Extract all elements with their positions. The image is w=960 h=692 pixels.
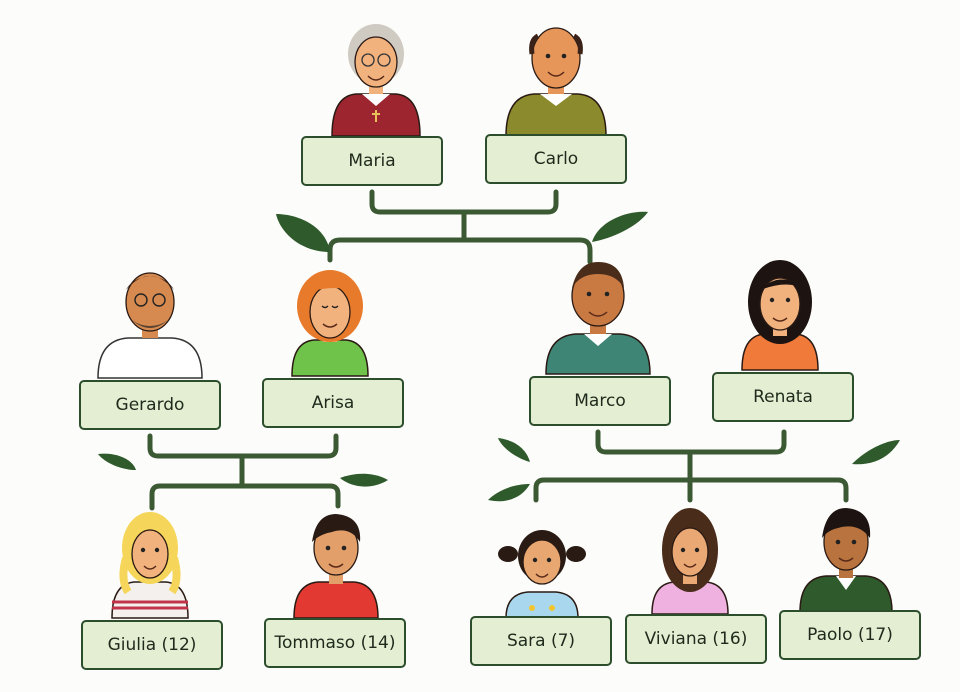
leaf-icon xyxy=(852,440,900,465)
name-box-paolo: Paolo (17) xyxy=(779,610,921,660)
name-box-arisa: Arisa xyxy=(262,378,404,428)
name-label: Giulia (12) xyxy=(107,635,197,655)
name-box-maria: Maria xyxy=(301,136,443,186)
man-portrait xyxy=(545,262,651,375)
name-box-carlo: Carlo xyxy=(485,134,627,184)
leaf-icon xyxy=(340,473,388,487)
girl-pink-top-portrait xyxy=(651,508,729,615)
name-label: Tommaso (14) xyxy=(274,633,396,653)
name-label: Renata xyxy=(753,387,813,407)
man-with-glasses-portrait xyxy=(97,272,203,379)
name-box-viviana: Viviana (16) xyxy=(625,614,767,664)
woman-dark-hair-portrait xyxy=(741,260,819,371)
tree-branches xyxy=(147,189,849,511)
name-label: Viviana (16) xyxy=(644,629,748,649)
grandfather-portrait xyxy=(505,27,607,137)
leaf-icon xyxy=(488,484,530,502)
boy-red-shirt-portrait xyxy=(293,514,379,619)
name-label: Arisa xyxy=(311,393,355,413)
name-box-gerardo: Gerardo xyxy=(79,380,221,430)
teen-boy-green-jacket-portrait xyxy=(799,508,893,613)
name-label: Gerardo xyxy=(115,395,185,415)
name-box-giulia: Giulia (12) xyxy=(81,620,223,670)
small-girl-pigtails-portrait xyxy=(498,530,586,619)
leaf-icon xyxy=(498,438,530,462)
leaf-icon xyxy=(592,211,648,242)
grandmother-portrait xyxy=(331,24,421,137)
leaf-icon xyxy=(276,214,330,252)
name-label: Marco xyxy=(574,391,626,411)
woman-red-hair-portrait xyxy=(291,270,369,377)
leaf-icon xyxy=(98,453,136,470)
name-label: Maria xyxy=(348,151,396,171)
name-box-renata: Renata xyxy=(712,372,854,422)
name-label: Sara (7) xyxy=(506,631,576,651)
name-box-marco: Marco xyxy=(529,376,671,426)
name-label: Carlo xyxy=(533,149,579,169)
name-box-tommaso: Tommaso (14) xyxy=(264,618,406,668)
blonde-girl-portrait xyxy=(111,512,189,619)
tree-leaves xyxy=(98,211,900,502)
name-label: Paolo (17) xyxy=(807,625,893,645)
name-box-sara: Sara (7) xyxy=(470,616,612,666)
